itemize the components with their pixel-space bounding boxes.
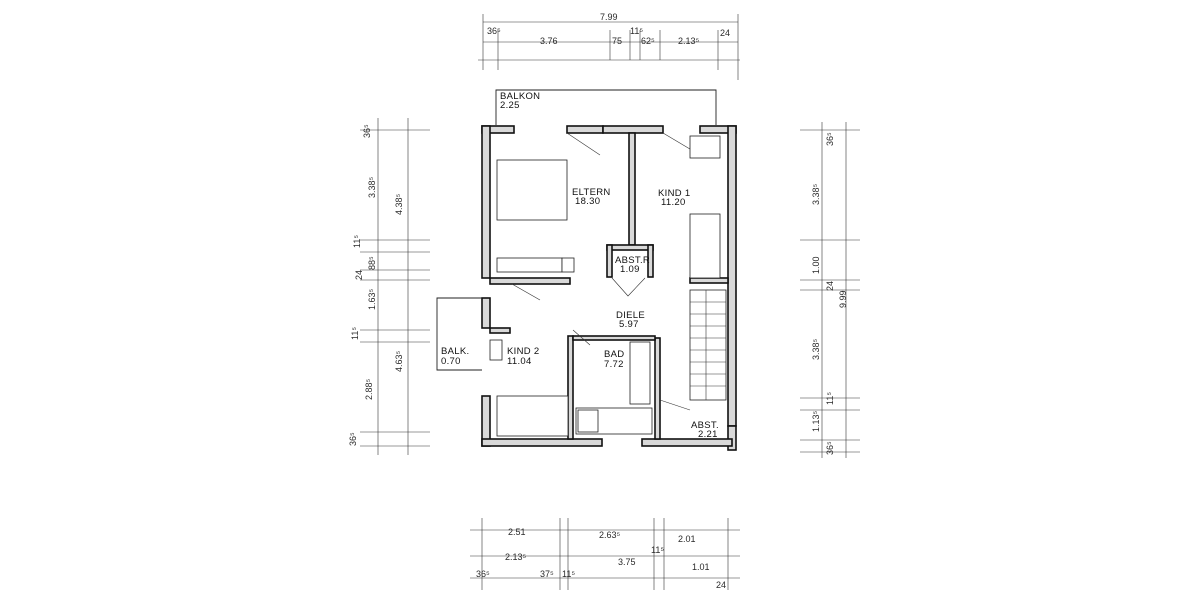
dim-left-4: 11⁵ <box>352 235 362 248</box>
dim-right-2: 3.38⁵ <box>811 183 821 205</box>
room-labels: ELTERN 18.30 KIND 1 11.20 ABST.R 1.09 DI… <box>507 187 719 440</box>
kind2-area: 11.04 <box>507 356 532 367</box>
dim-left-11: 36⁵ <box>348 432 358 446</box>
dim-bottom-a4: 11⁵ <box>651 545 664 555</box>
top-dimension-chain: 7.99 36⁵ 3.76 75 11⁵ 62⁵ 2.13⁵ 24 <box>478 12 740 80</box>
dim-bottom-a3: 2.01 <box>678 534 696 544</box>
dim-bottom-b2: 3.75 <box>618 557 636 567</box>
balkon-top-area: 2.25 <box>500 100 520 111</box>
staircase <box>689 289 727 401</box>
diele-area: 5.97 <box>619 319 639 330</box>
kind2-name: KIND 2 <box>507 346 539 357</box>
dim-right-6: 3.38⁵ <box>811 338 821 360</box>
dim-left-1: 36⁵ <box>362 124 372 138</box>
dim-bottom-b3: 1.01 <box>692 562 710 572</box>
bad-area: 7.72 <box>604 359 624 370</box>
outer-walls <box>481 125 737 451</box>
diele-name: DIELE <box>616 310 645 321</box>
kind1-area: 11.20 <box>661 197 686 208</box>
dim-right-1: 36⁵ <box>825 132 835 146</box>
bad-name: BAD <box>604 349 624 360</box>
dim-bottom-a2: 2.63⁵ <box>599 530 621 540</box>
dim-top-2: 3.76 <box>540 36 558 46</box>
balk-area: 0.70 <box>441 356 461 367</box>
dim-left-9: 2.88⁵ <box>364 378 374 400</box>
dim-bottom-c2: 37⁵ <box>540 569 554 579</box>
dim-left-10: 4.63⁵ <box>394 350 404 372</box>
dim-left-5: 88⁵ <box>367 256 377 270</box>
dim-top-total: 7.99 <box>600 12 618 22</box>
abst-name: ABST. <box>691 420 719 431</box>
balk-name: BALK. <box>441 346 469 357</box>
furniture <box>489 135 727 437</box>
dim-right-7: 11⁵ <box>825 392 835 405</box>
dim-top-1: 36⁵ <box>487 26 501 36</box>
dim-left-6: 24 <box>354 270 364 280</box>
abstr-area: 1.09 <box>620 264 640 275</box>
dim-right-9: 36⁵ <box>825 441 835 455</box>
inner-walls <box>489 132 729 440</box>
dim-left-3: 4.38⁵ <box>394 193 404 215</box>
bottom-dimension-chains: 2.51 2.63⁵ 2.01 11⁵ 2.13⁵ 3.75 1.01 36⁵ … <box>470 518 740 590</box>
dim-right-4: 24 <box>825 281 835 291</box>
dim-bottom-c1: 36⁵ <box>476 569 490 579</box>
dim-left-2: 3.38⁵ <box>367 176 377 198</box>
dim-top-5: 62⁵ <box>641 36 655 46</box>
dim-left-7: 1.63⁵ <box>367 288 377 310</box>
dim-top-6: 2.13⁵ <box>678 36 700 46</box>
dim-bottom-a1: 2.51 <box>508 527 526 537</box>
left-dimension-chains: 36⁵ 3.38⁵ 4.38⁵ 11⁵ 88⁵ 24 1.63⁵ 11⁵ 2.8… <box>348 118 430 455</box>
eltern-area: 18.30 <box>575 196 600 207</box>
dim-bottom-b1: 2.13⁵ <box>505 552 527 562</box>
abst-area: 2.21 <box>698 429 718 440</box>
balcony-left: BALK. 0.70 <box>436 297 482 371</box>
kind1-name: KIND 1 <box>658 188 690 199</box>
dim-top-7: 24 <box>720 28 730 38</box>
eltern-name: ELTERN <box>572 187 611 198</box>
dim-left-8: 11⁵ <box>350 327 360 340</box>
dim-right-3: 1.00 <box>811 256 821 274</box>
dim-top-4: 11⁵ <box>630 26 643 36</box>
balcony-top: BALKON 2.25 <box>495 89 717 125</box>
dim-right-5: 9.99 <box>838 290 848 308</box>
balkon-top-name: BALKON <box>500 91 540 102</box>
dim-bottom-c4: 24 <box>716 580 726 590</box>
dim-bottom-c3: 11⁵ <box>562 569 575 579</box>
right-dimension-chains: 36⁵ 3.38⁵ 1.00 24 9.99 3.38⁵ 11⁵ 1.13⁵ 3… <box>800 122 860 458</box>
dim-top-3: 75 <box>612 36 622 46</box>
abstr-name: ABST.R <box>615 255 650 266</box>
dim-right-8: 1.13⁵ <box>811 410 821 432</box>
